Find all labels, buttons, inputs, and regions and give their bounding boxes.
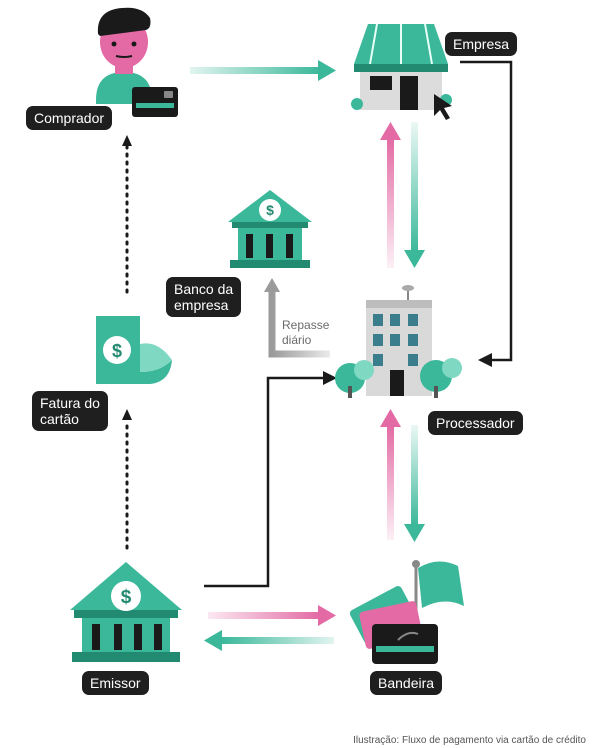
arrow-bandeira-to-emissor [204, 630, 334, 651]
figure-caption: Ilustração: Fluxo de pagamento via cartã… [353, 735, 586, 746]
edge-label-repasse-diario: Repasse diário [282, 318, 329, 348]
label-bandeira: Bandeira [370, 671, 443, 695]
arrow-empresa-to-processador [404, 122, 425, 268]
label-comprador: Comprador [26, 106, 113, 130]
label-emissor: Emissor [82, 671, 149, 695]
processador-building-illustration [335, 285, 462, 398]
dollar-sign-icon: $ [112, 341, 122, 361]
label-empresa: Empresa [445, 32, 518, 56]
label-banco-line2: empresa [174, 297, 229, 313]
bandeira-cards-flag-illustration [349, 560, 464, 664]
arrow-processador-to-empresa [380, 122, 401, 268]
fatura-bill-illustration: $ [96, 316, 172, 384]
edge-label-repasse-line1: Repasse [282, 318, 330, 332]
label-fatura-line2: cartão [40, 411, 79, 427]
edge-label-repasse-line2: diário [282, 333, 312, 347]
label-fatura-do-cartao: Fatura do cartão [32, 391, 108, 431]
arrow-bandeira-to-processador [380, 409, 401, 540]
arrow-emissor-to-bandeira [208, 605, 336, 626]
cursor-icon [434, 94, 452, 120]
label-banco-da-empresa: Banco da empresa [166, 277, 242, 317]
line-emissor-to-processador [204, 371, 337, 588]
empresa-store-illustration [351, 23, 452, 120]
credit-card-icon [372, 624, 438, 664]
dollar-sign-icon: $ [266, 202, 274, 218]
line-empresa-to-processador [460, 60, 513, 367]
arrow-processador-to-bandeira [404, 425, 425, 542]
comprador-illustration [96, 7, 178, 117]
label-processador: Processador [428, 411, 523, 435]
dollar-sign-icon: $ [121, 587, 132, 608]
arrow-comprador-to-empresa [190, 60, 336, 81]
dotted-arrow-fatura-to-comprador [122, 135, 132, 294]
label-fatura-line1: Fatura do [40, 395, 100, 411]
credit-card-icon [132, 87, 178, 117]
emissor-bank-illustration: $ [70, 562, 182, 662]
banco-empresa-bank-illustration: $ [228, 190, 312, 268]
dotted-arrow-emissor-to-fatura [122, 409, 132, 550]
label-banco-line1: Banco da [174, 281, 234, 297]
arrow-repasse-diario [264, 278, 330, 358]
